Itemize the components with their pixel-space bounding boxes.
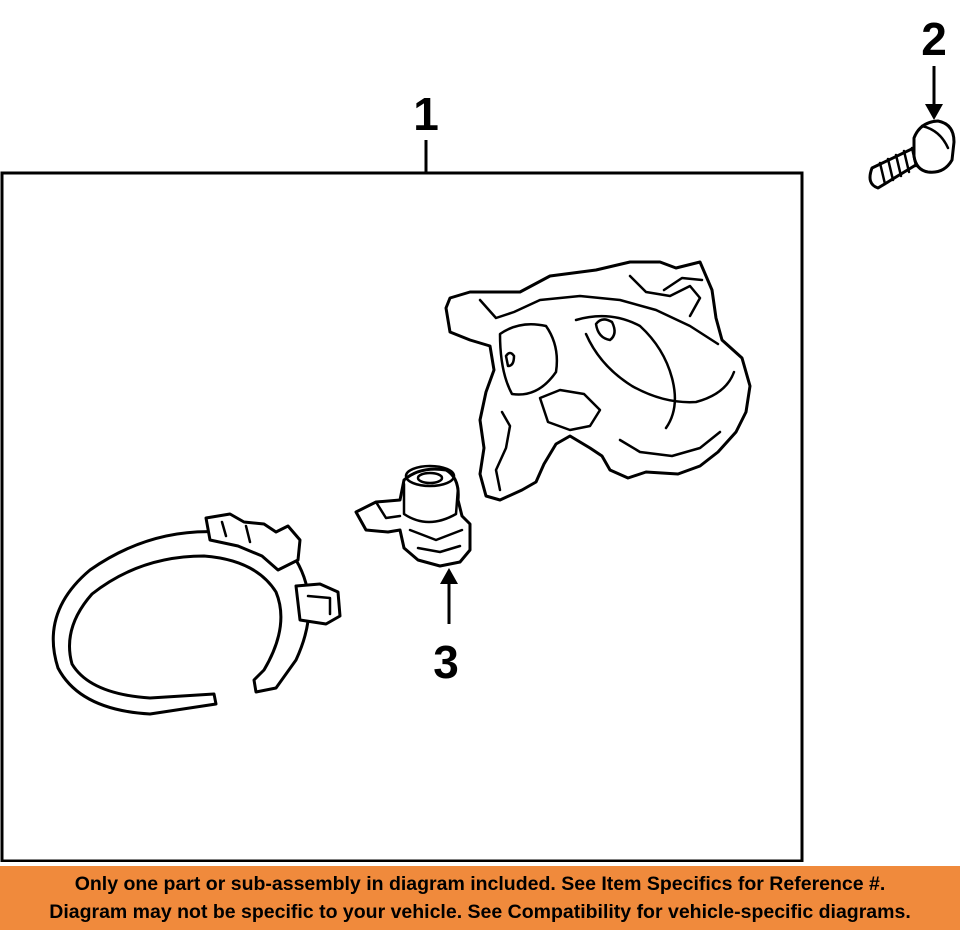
bolt-part-2	[868, 119, 956, 190]
housing-part-1	[444, 260, 752, 502]
mirror-bezel	[51, 512, 342, 716]
disclaimer-line-1: Only one part or sub-assembly in diagram…	[74, 873, 886, 895]
disclaimer-banner: Only one part or sub-assembly in diagram…	[0, 866, 960, 930]
actuator-part-3	[354, 464, 472, 568]
arrow-head-3	[440, 568, 458, 584]
arrow-head-2	[925, 104, 943, 120]
callout-2: 2	[921, 13, 947, 65]
callout-3: 3	[433, 636, 459, 688]
parts-diagram: 1 2 3	[0, 13, 956, 862]
disclaimer-line-2: Diagram may not be specific to your vehi…	[49, 901, 911, 923]
callout-1: 1	[413, 88, 439, 140]
assembly-frame	[0, 171, 804, 862]
